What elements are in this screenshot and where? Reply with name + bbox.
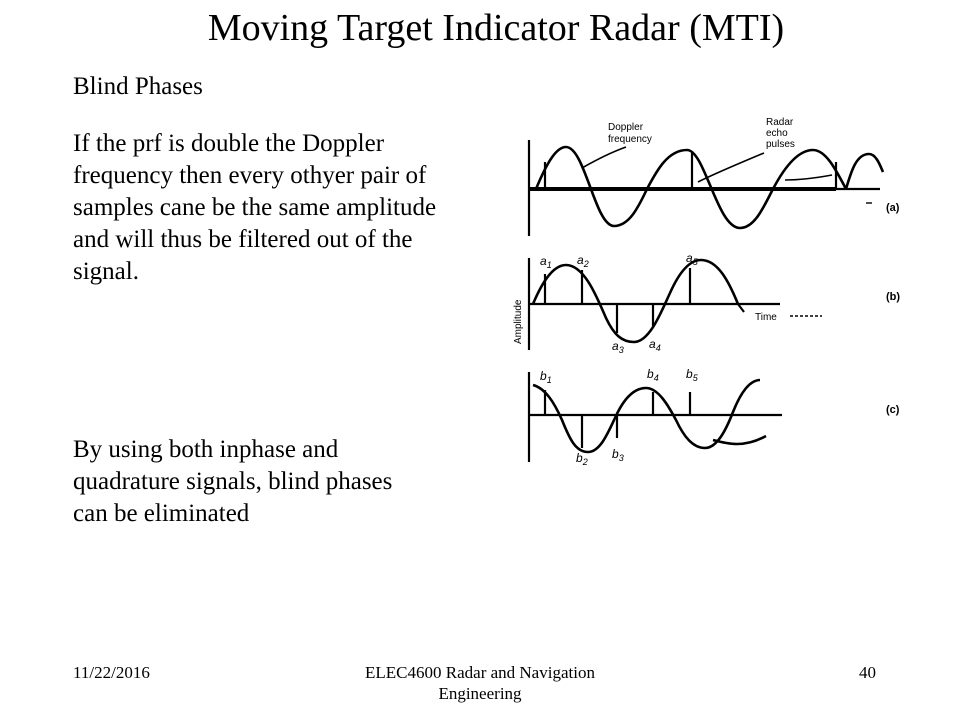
footer-date: 11/22/2016: [73, 663, 150, 682]
panel-a: [527, 140, 885, 236]
panel-b-label-a5: a5: [686, 251, 699, 267]
panel-b-tag: (b): [886, 291, 900, 303]
panel-c-label-b2: b2: [576, 451, 588, 467]
footer-course-line2: Engineering: [438, 684, 522, 703]
panel-b-signal-wave: [531, 258, 740, 344]
panel-b-ylabel: Amplitude: [513, 299, 524, 344]
footer-course-line1: ELEC4600 Radar and Navigation: [365, 663, 595, 682]
panel-a-radar-label-line3: pulses: [766, 139, 795, 150]
panel-a-doppler-wave-tail: [844, 152, 885, 190]
panel-a-radar-label-line1: Radar: [766, 117, 794, 128]
panel-c-tag: (c): [886, 404, 900, 416]
panel-c: [527, 372, 782, 462]
slide-subtitle: Blind Phases: [73, 73, 203, 100]
panel-a-doppler-wave: [534, 145, 848, 230]
panel-b-label-a2: a2: [577, 253, 589, 269]
footer-course: ELEC4600 Radar and Navigation Engineerin…: [340, 662, 620, 704]
panel-c-signal-wave: [532, 378, 761, 454]
body-paragraph-blind-phase: If the prf is double the Doppler frequen…: [73, 130, 437, 285]
panel-a-radar-pointer-1: [697, 152, 765, 183]
footer-page-number: 40: [859, 663, 876, 682]
panel-b: [527, 258, 822, 350]
panel-c-label-b1: b1: [540, 369, 552, 385]
panel-a-radar-label-line2: echo: [766, 128, 788, 139]
panel-b-label-a3: a3: [612, 339, 624, 355]
panel-c-label-b5: b5: [686, 367, 699, 383]
body-paragraph-iq: By using both inphase and quadrature sig…: [73, 436, 393, 527]
panel-a-tag: (a): [886, 202, 900, 214]
panel-a-doppler-pointer: [581, 146, 627, 169]
panel-b-label-a4: a4: [649, 337, 661, 353]
panel-a-doppler-label-line2: frequency: [608, 134, 652, 145]
panel-b-label-a1: a1: [540, 254, 552, 270]
panel-a-doppler-label-line1: Doppler: [608, 122, 644, 133]
panel-b-signal-tail: [737, 303, 745, 313]
panel-c-label-b3: b3: [612, 447, 624, 463]
panel-a-radar-pointer-2: [784, 174, 833, 181]
panel-b-xlabel: Time: [755, 312, 777, 323]
panel-c-label-b4: b4: [647, 367, 659, 383]
slide-title: Moving Target Indicator Radar (MTI): [207, 7, 785, 49]
panel-c-signal-tail: [712, 434, 767, 446]
